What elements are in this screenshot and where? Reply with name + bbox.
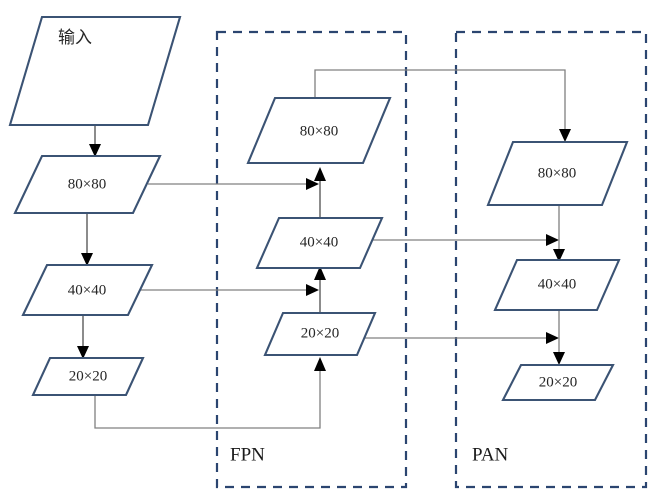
node-backbone-40[interactable]: 40×40 xyxy=(21,263,154,317)
fpn-group-label: FPN xyxy=(230,444,265,465)
connector-fpn80-to-pan80 xyxy=(314,69,571,142)
node-backbone-20[interactable]: 20×20 xyxy=(31,356,145,397)
node-pan-20[interactable]: 20×20 xyxy=(501,363,615,402)
connector-backbone40-to-backbone20 xyxy=(77,315,89,359)
pan-group-box xyxy=(454,30,648,489)
connector-fpn40-to-fpn80 xyxy=(314,167,326,218)
node-pan-40-label: 40×40 xyxy=(538,276,576,292)
connector-fpn40-to-pan40 xyxy=(372,234,559,246)
node-backbone-80[interactable]: 80×80 xyxy=(13,154,162,215)
connector-backbone20-to-fpn20 xyxy=(94,357,326,429)
connector-fpn20-to-fpn40 xyxy=(314,266,326,313)
node-input-label: 输入 xyxy=(58,28,92,48)
connector-pan80-to-pan40 xyxy=(553,205,565,262)
node-fpn-40[interactable]: 40×40 xyxy=(255,216,384,270)
node-pan-80-label: 80×80 xyxy=(538,165,576,181)
node-fpn-20-label: 20×20 xyxy=(301,325,339,341)
connector-backbone40-to-fpn40 xyxy=(140,284,319,296)
node-input[interactable]: 输入 xyxy=(8,15,182,127)
node-pan-40[interactable]: 40×40 xyxy=(493,258,621,312)
node-backbone-20-label: 20×20 xyxy=(69,368,107,384)
connector-pan40-to-pan20 xyxy=(553,310,565,365)
fpn-group-box xyxy=(215,30,408,489)
node-backbone-80-label: 80×80 xyxy=(68,176,106,192)
connector-backbone80-to-backbone40 xyxy=(81,213,93,266)
node-fpn-80[interactable]: 80×80 xyxy=(246,96,392,165)
node-fpn-20[interactable]: 20×20 xyxy=(263,311,377,357)
connector-fpn20-to-pan20 xyxy=(363,332,559,344)
connector-backbone80-to-fpn80 xyxy=(148,178,319,190)
node-backbone-40-label: 40×40 xyxy=(68,282,106,298)
node-fpn-40-label: 40×40 xyxy=(300,234,338,250)
node-pan-20-label: 20×20 xyxy=(539,374,577,390)
pan-group-label: PAN xyxy=(472,444,509,465)
node-fpn-80-label: 80×80 xyxy=(300,123,338,139)
node-pan-80[interactable]: 80×80 xyxy=(486,140,629,207)
